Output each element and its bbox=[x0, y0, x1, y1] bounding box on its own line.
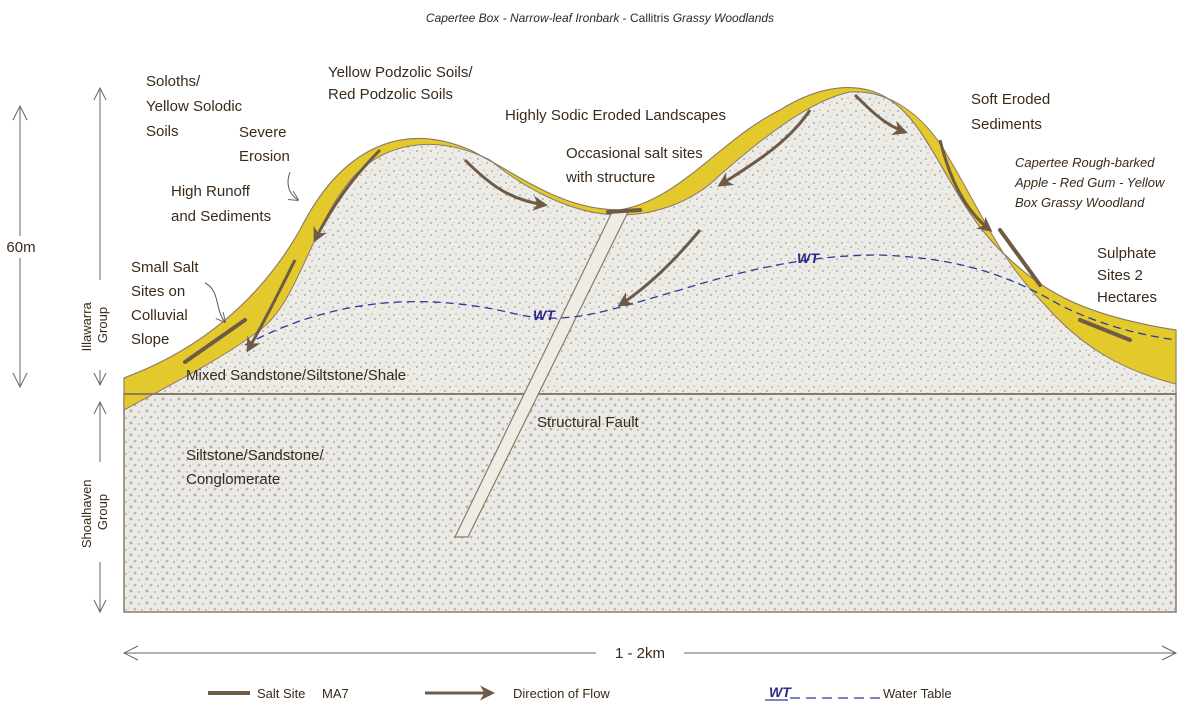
label-high-runoff: High Runoff and Sediments bbox=[171, 183, 271, 225]
label-small-salt: Small Salt Sites on Colluvial Slope bbox=[131, 259, 203, 348]
legend: Salt Site MA7 Direction of Flow WT Water… bbox=[208, 684, 952, 701]
salt-site-structure bbox=[608, 210, 640, 212]
wt-label-right: WT bbox=[797, 250, 820, 266]
label-severe-erosion: Severe Erosion bbox=[239, 124, 291, 165]
legend-ma7-label: MA7 bbox=[322, 686, 349, 701]
legend-water-table-label: Water Table bbox=[883, 686, 952, 701]
legend-salt-label: Salt Site bbox=[257, 686, 305, 701]
diagram-title: Capertee Box - Narrow-leaf Ironbark - Ca… bbox=[426, 11, 774, 25]
label-soloths: Soloths/ Yellow Solodic Soils bbox=[146, 73, 246, 140]
shoalhaven-layer bbox=[124, 394, 1176, 612]
horizontal-scale-label: 1 - 2km bbox=[615, 645, 665, 662]
illawarra-bracket: Illawarra Group bbox=[79, 88, 112, 385]
label-structural-fault: Structural Fault bbox=[537, 414, 640, 431]
shoalhaven-bracket: Shoalhaven Group bbox=[79, 402, 112, 612]
label-capertee-rough: Capertee Rough-barked Apple - Red Gum - … bbox=[1014, 155, 1168, 210]
label-sulphate: Sulphate Sites 2 Hectares bbox=[1097, 245, 1160, 306]
label-yellow-podzolic: Yellow Podzolic Soils/ Red Podzolic Soil… bbox=[328, 64, 477, 103]
label-highly-sodic: Highly Sodic Eroded Landscapes bbox=[505, 107, 726, 124]
legend-flow-label: Direction of Flow bbox=[513, 686, 610, 701]
vertical-scale: 60m bbox=[5, 106, 37, 387]
salt-sites-pointer bbox=[205, 283, 225, 322]
wt-label-left: WT bbox=[533, 307, 556, 323]
horizontal-scale: 1 - 2km bbox=[124, 644, 1176, 664]
legend-wt-label: WT bbox=[769, 684, 792, 700]
label-mixed-sandstone: Mixed Sandstone/Siltstone/Shale bbox=[186, 367, 406, 384]
vertical-scale-label: 60m bbox=[6, 239, 35, 256]
label-soft-eroded: Soft Eroded Sediments bbox=[971, 91, 1054, 133]
severe-erosion-pointer bbox=[288, 172, 298, 200]
